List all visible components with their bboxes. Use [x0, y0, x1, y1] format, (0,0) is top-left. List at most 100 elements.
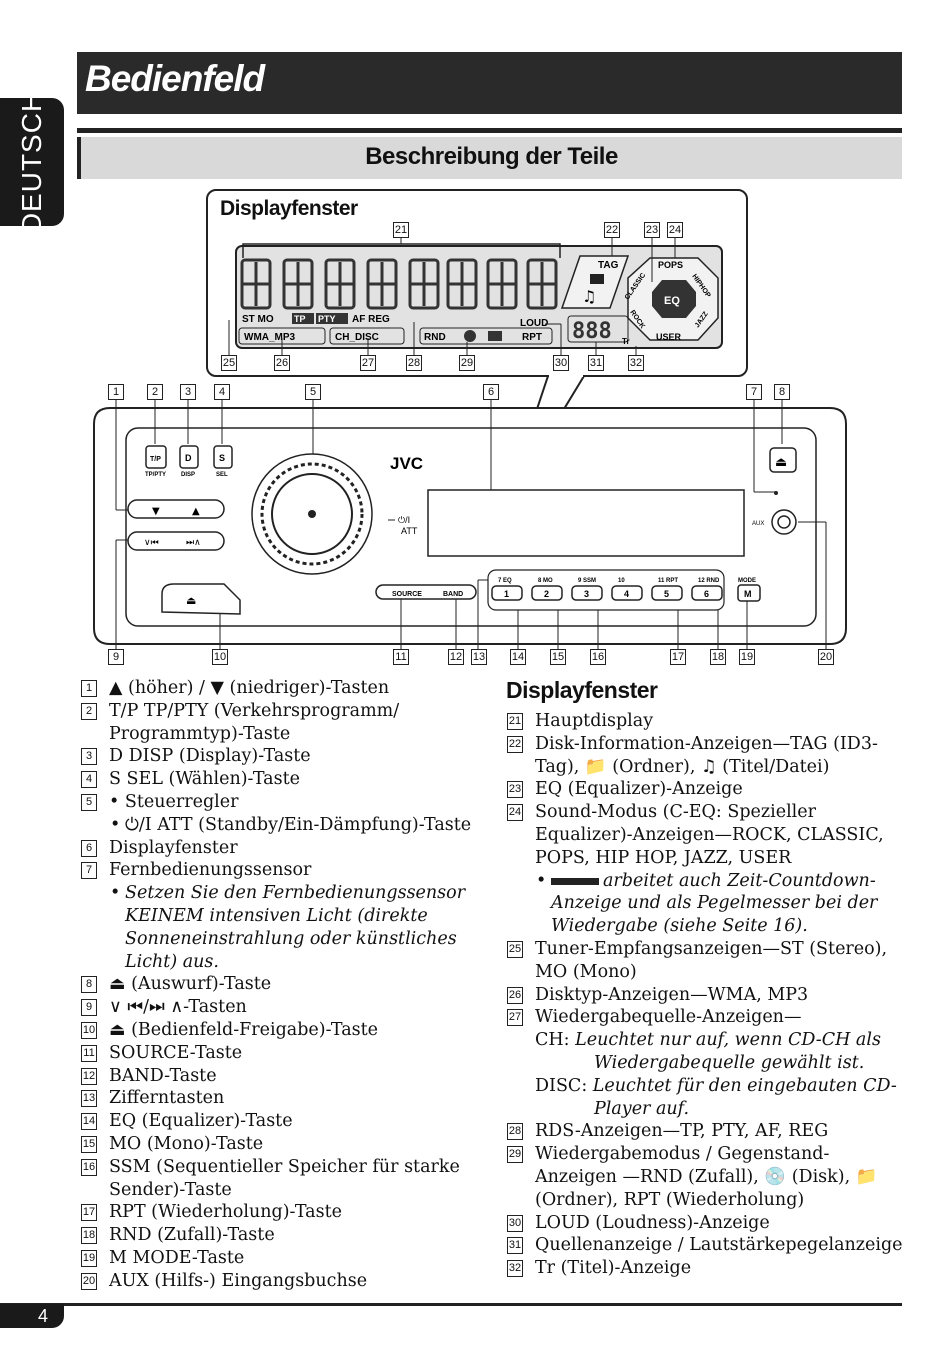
callout-3: 3	[180, 384, 196, 400]
callout-24: 24	[667, 222, 683, 238]
lcd-user-label: USER	[656, 332, 682, 342]
number-button-function-label: 8 MO	[538, 578, 553, 584]
number-buttons-frame	[487, 569, 725, 611]
tp-button	[145, 445, 167, 469]
callout-12: 12	[448, 649, 464, 665]
callout-17: 17	[670, 649, 686, 665]
release-icon: ⏏	[186, 594, 196, 607]
number-button-label: 6	[704, 589, 709, 599]
lcd-af-reg-label: AF REG	[352, 314, 390, 325]
music-note-icon: ♫	[582, 287, 596, 306]
number-button-function-label: 7 EQ	[498, 578, 512, 584]
d-button-label: D	[185, 453, 192, 463]
number-button-label: 1	[504, 589, 509, 599]
lcd-ch-disc-label: CH_DISC	[335, 332, 379, 343]
callout-10: 10	[212, 649, 228, 665]
lcd-pops-label: POPS	[658, 260, 683, 270]
callout-4: 4	[214, 384, 230, 400]
att-label: ATT	[401, 526, 418, 536]
callout-26: 26	[274, 355, 290, 371]
lcd-eq-label: EQ	[664, 295, 680, 307]
footer-divider	[0, 1303, 902, 1306]
lcd-tp-label: TP	[294, 314, 306, 324]
down-arrow-icon: ▼	[152, 506, 160, 517]
display-window-heading: Displayfenster	[506, 677, 658, 703]
main-display-segments	[240, 258, 558, 310]
aux-label: AUX	[752, 521, 764, 527]
number-button-1[interactable]	[491, 585, 523, 601]
callout-21: 21	[393, 222, 409, 238]
prev-track-icon: ∨⏮	[144, 538, 159, 548]
skip-button	[127, 531, 225, 551]
level-meter-icon	[551, 877, 599, 885]
mode-label: MODE	[738, 578, 756, 584]
callout-27: 27	[360, 355, 376, 371]
number-button-function-label: 12 RND	[698, 578, 720, 584]
list-subitem: ⏻/I ATT (Standby/Ein-Dämpfung)-Taste	[80, 814, 490, 837]
list-subitem: CH: Leuchtet nur auf, wenn CD-CH als Wie…	[535, 1030, 881, 1073]
band-label: BAND	[443, 591, 463, 598]
lcd-pty-label: PTY	[318, 314, 336, 324]
lcd-rnd-label: RND	[424, 332, 446, 343]
source-band-button	[375, 584, 477, 600]
s-sub-label: SEL	[216, 472, 228, 478]
source-label: SOURCE	[392, 591, 422, 598]
power-label: ⏻/I	[398, 515, 410, 525]
callout-25: 25	[221, 355, 237, 371]
number-button-function-label: 10	[618, 578, 625, 584]
list-note: Setzen Sie den Fernbedienungssensor KEIN…	[80, 882, 490, 973]
folder-icon	[590, 274, 604, 284]
callout-16: 16	[590, 649, 606, 665]
lcd-wma-mp3-label: WMA_MP3	[244, 332, 296, 343]
release-button	[161, 583, 241, 615]
lcd-illustration: TAG ♫ EQ POPS HIPHOP CLASSIC ROCK JAZZ U…	[93, 238, 847, 650]
number-button-2[interactable]	[531, 585, 563, 601]
number-button-function-label: 9 SSM	[578, 578, 596, 584]
m-button-label: M	[744, 589, 752, 599]
lcd-tag-label: TAG	[598, 260, 619, 271]
next-track-icon: ⏭∧	[186, 538, 201, 548]
number-button-4[interactable]	[611, 585, 643, 601]
list-item: 9∨ ⏮/⏭ ∧-Tasten	[80, 996, 490, 1019]
level-digits: 888	[572, 319, 612, 344]
panel-display-window	[427, 489, 745, 557]
callout-2: 2	[147, 384, 163, 400]
list-subitem: DISC: Leuchtet für den eingebauten CD-Pl…	[535, 1075, 897, 1119]
divider	[77, 128, 902, 133]
lcd-st-mo-label: ST MO	[242, 314, 274, 325]
callout-13: 13	[471, 649, 487, 665]
list-item: 10⏏ (Bedienfeld-Freigabe)-Taste	[81, 1019, 379, 1040]
callout-28: 28	[406, 355, 422, 371]
number-button-6[interactable]	[691, 585, 723, 601]
lcd-folder-icon	[488, 331, 502, 341]
m-button	[737, 584, 761, 602]
brand-logo: JVC	[390, 454, 423, 473]
lcd-rpt-label: RPT	[522, 332, 542, 343]
callout-15: 15	[550, 649, 566, 665]
callout-20: 20	[818, 649, 834, 665]
callout-22: 22	[604, 222, 620, 238]
section-title: Beschreibung der Teile	[365, 143, 618, 170]
number-button-5[interactable]	[651, 585, 683, 601]
callout-9: 9	[108, 649, 124, 665]
number-button-3[interactable]	[571, 585, 603, 601]
callout-31: 31	[588, 355, 604, 371]
display-window-title: Displayfenster	[220, 197, 358, 220]
